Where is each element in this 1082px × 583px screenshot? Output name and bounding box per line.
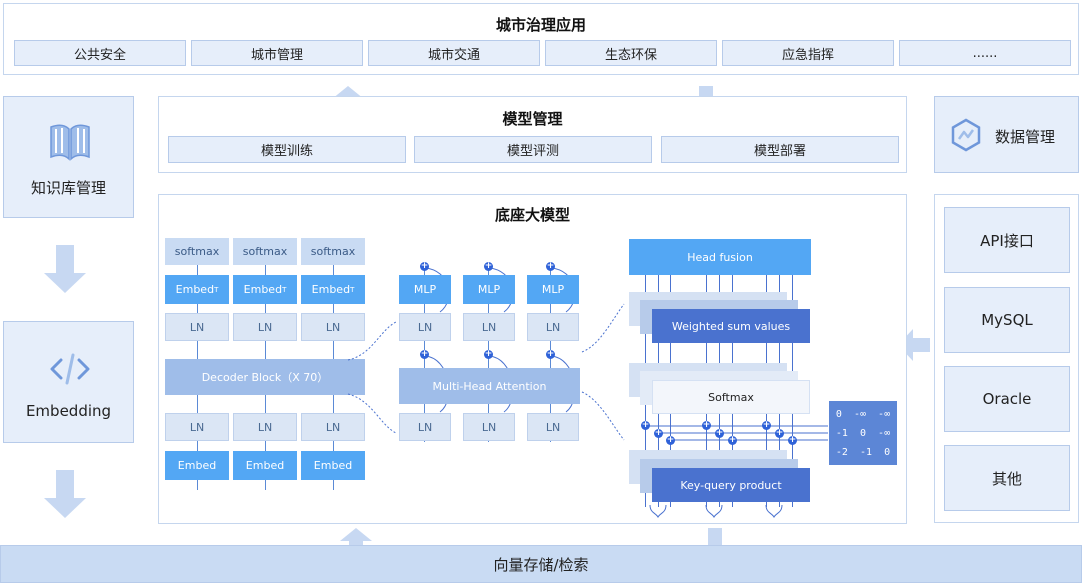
- ln-bottom-1: LN: [165, 413, 229, 441]
- source-oracle[interactable]: Oracle: [944, 366, 1070, 432]
- mlp-block-2: MLP: [463, 275, 515, 304]
- model-training-button[interactable]: 模型训练: [168, 136, 406, 163]
- city-governance-panel: 城市治理应用 公共安全 城市管理 城市交通 生态环保 应急指挥 ......: [3, 3, 1079, 75]
- vector-store-label: 向量存储/检索: [493, 555, 589, 574]
- head-fusion-block: Head fusion: [629, 239, 811, 275]
- add-node: +: [546, 349, 555, 359]
- matrix-row: -2 -1 0: [835, 447, 891, 458]
- decoder-block: Decoder Block（X 70）: [165, 359, 365, 395]
- embed-block-1: Embed: [165, 451, 229, 480]
- add-node: +: [546, 261, 555, 271]
- embed-block-2: Embed: [233, 451, 297, 480]
- app-eco-protection[interactable]: 生态环保: [545, 40, 717, 66]
- data-management-icon: [951, 118, 981, 152]
- embed-transpose-label: Embed: [243, 283, 283, 296]
- mlp-block-3: MLP: [527, 275, 579, 304]
- mlp-block-1: MLP: [399, 275, 451, 304]
- key-query-product-block: Key-query product: [652, 468, 810, 502]
- softmax-block-1: softmax: [165, 238, 229, 265]
- code-icon: [50, 353, 90, 385]
- embed-transpose-label: Embed: [311, 283, 351, 296]
- embedding-label: Embedding: [25, 402, 112, 420]
- model-management-title: 模型管理: [502, 110, 563, 128]
- matrix-row: -1 0 -∞: [835, 428, 891, 439]
- app-city-management[interactable]: 城市管理: [191, 40, 363, 66]
- add-node: +: [728, 435, 737, 445]
- add-node: +: [702, 420, 711, 430]
- multi-head-attention-block: Multi-Head Attention: [399, 368, 580, 404]
- data-management-label: 数据管理: [995, 128, 1056, 146]
- app-public-safety[interactable]: 公共安全: [14, 40, 186, 66]
- knowledge-base-label: 知识库管理: [30, 179, 106, 197]
- ln-bottom-3: LN: [301, 413, 365, 441]
- book-icon: [50, 124, 90, 161]
- app-emergency-command[interactable]: 应急指挥: [722, 40, 894, 66]
- matrix-row: 0 -∞ -∞: [835, 409, 891, 420]
- softmax-attn-block: Softmax: [652, 380, 810, 414]
- add-node: +: [484, 261, 493, 271]
- transpose-sup: T: [282, 285, 287, 294]
- causal-mask-matrix: 0 -∞ -∞ -1 0 -∞ -2 -1 0: [829, 401, 897, 465]
- ln-top-1: LN: [165, 313, 229, 341]
- add-node: +: [641, 420, 650, 430]
- app-city-traffic[interactable]: 城市交通: [368, 40, 540, 66]
- source-other[interactable]: 其他: [944, 445, 1070, 511]
- transpose-sup: T: [350, 285, 355, 294]
- model-management-panel: 模型管理 模型训练 模型评测 模型部署: [158, 96, 907, 173]
- add-node: +: [788, 435, 797, 445]
- add-node: +: [420, 349, 429, 359]
- embed-transpose-label: Embed: [175, 283, 215, 296]
- attn-ln-bottom-2: LN: [463, 413, 515, 441]
- down-arrow-knowledge-to-embedding: [44, 245, 86, 293]
- attn-ln-bottom-1: LN: [399, 413, 451, 441]
- add-node: +: [775, 428, 784, 438]
- add-node: +: [654, 428, 663, 438]
- embedding-box[interactable]: Embedding: [3, 321, 134, 443]
- add-node: +: [420, 261, 429, 271]
- data-management-box[interactable]: 数据管理: [934, 96, 1079, 173]
- add-node: +: [715, 428, 724, 438]
- ln-bottom-2: LN: [233, 413, 297, 441]
- data-sources-panel: API接口 MySQL Oracle 其他: [934, 194, 1079, 523]
- city-governance-title: 城市治理应用: [495, 16, 586, 34]
- down-arrow-embedding-to-vector: [44, 470, 86, 518]
- ln-top-2: LN: [233, 313, 297, 341]
- add-node: +: [762, 420, 771, 430]
- weighted-sum-block: Weighted sum values: [652, 309, 810, 343]
- attn-ln-top-2: LN: [463, 313, 515, 341]
- model-deployment-button[interactable]: 模型部署: [661, 136, 899, 163]
- vector-store-bar[interactable]: 向量存储/检索: [0, 545, 1082, 583]
- softmax-block-2: softmax: [233, 238, 297, 265]
- embed-block-3: Embed: [301, 451, 365, 480]
- softmax-block-3: softmax: [301, 238, 365, 265]
- transpose-sup: T: [214, 285, 219, 294]
- attn-ln-top-3: LN: [527, 313, 579, 341]
- add-node: +: [484, 349, 493, 359]
- base-model-title: 底座大模型: [494, 206, 570, 224]
- attn-ln-top-1: LN: [399, 313, 451, 341]
- add-node: +: [666, 435, 675, 445]
- model-evaluation-button[interactable]: 模型评测: [414, 136, 652, 163]
- source-api[interactable]: API接口: [944, 207, 1070, 273]
- attn-ln-bottom-3: LN: [527, 413, 579, 441]
- ln-top-3: LN: [301, 313, 365, 341]
- app-more[interactable]: ......: [899, 40, 1071, 66]
- source-mysql[interactable]: MySQL: [944, 287, 1070, 353]
- knowledge-base-box[interactable]: 知识库管理: [3, 96, 134, 218]
